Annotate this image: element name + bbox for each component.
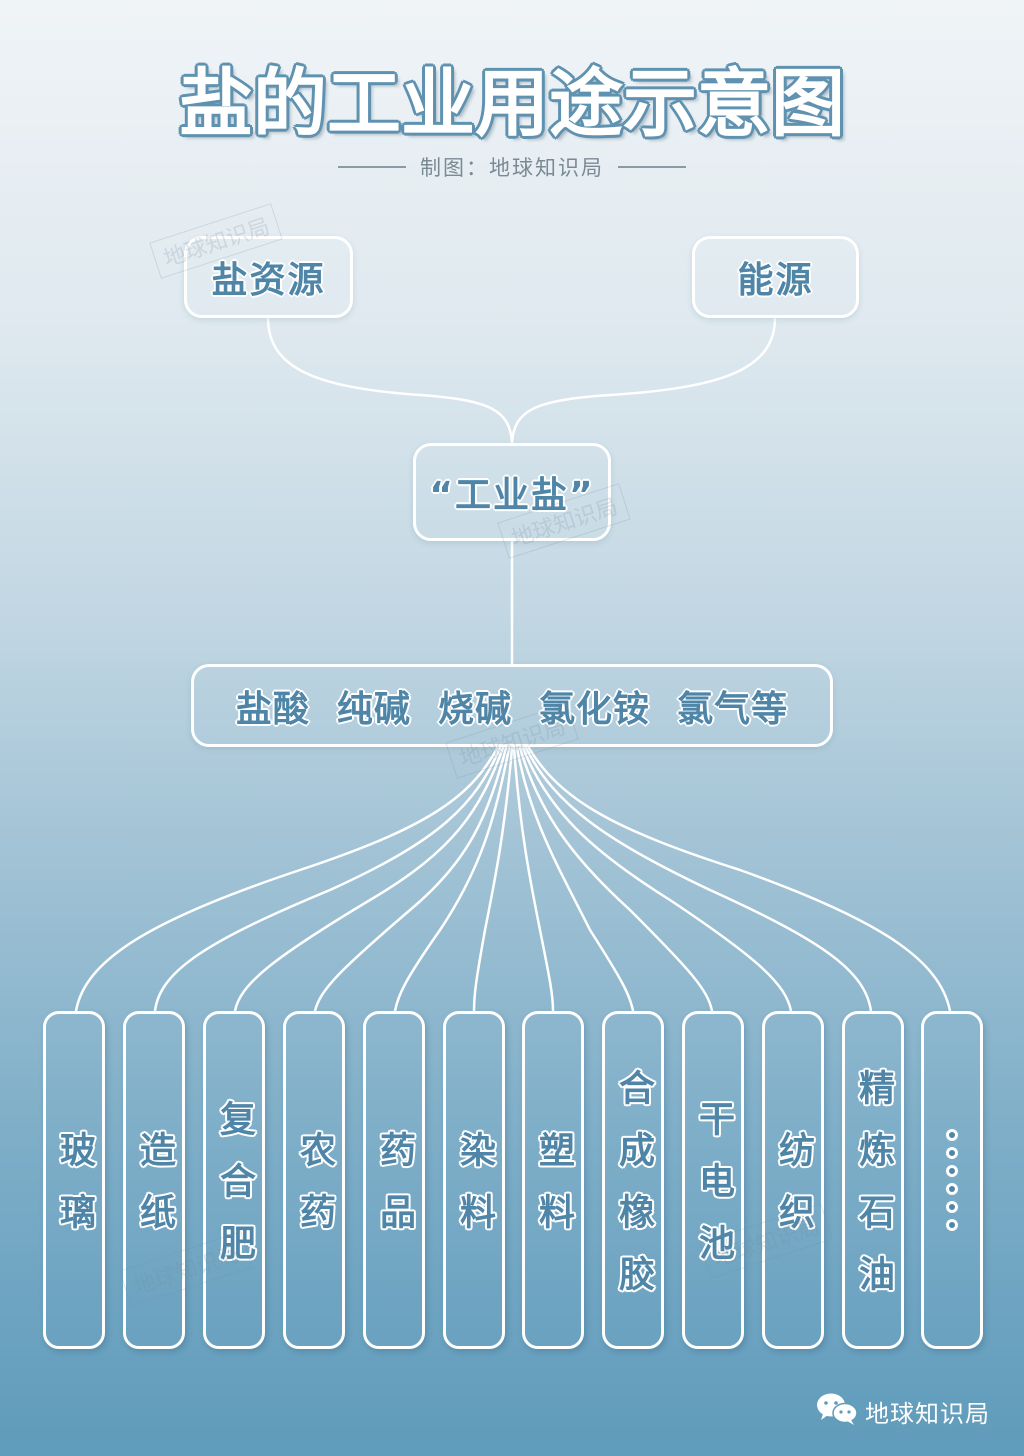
brand-name: 地球知识局 xyxy=(865,1399,990,1428)
divider-left xyxy=(338,166,406,168)
footer-brand: 地球知识局 xyxy=(815,1392,990,1430)
leaf-dry-battery: 干电池 xyxy=(682,1011,744,1349)
connector-salt-to-hub xyxy=(266,316,514,445)
leaf-oil-refining: 精炼石油 xyxy=(842,1011,904,1349)
leaf-label: 农药 xyxy=(294,1131,335,1255)
leaf-label: 干电池 xyxy=(693,1100,734,1286)
leaf-label: 纺织 xyxy=(773,1131,814,1255)
leaf-label: 药品 xyxy=(374,1131,415,1255)
leaf-plastics: 塑料 xyxy=(522,1011,584,1349)
leaf-pesticide: 农药 xyxy=(283,1011,345,1349)
node-label: 能源 xyxy=(737,260,814,301)
leaf-pharmaceuticals: 药品 xyxy=(363,1011,425,1349)
page-title: 盐的工业用途示意图 xyxy=(179,61,845,147)
leaf-label: 复合肥 xyxy=(214,1100,255,1286)
leaf-label: 合成橡胶 xyxy=(613,1069,654,1317)
node-salt-resource: 盐资源 xyxy=(184,236,353,318)
node-industrial-salt: “工业盐” xyxy=(413,443,611,541)
ellipsis-dots-icon xyxy=(946,1129,958,1231)
leaf-more xyxy=(921,1011,983,1349)
leaf-glass: 玻璃 xyxy=(43,1011,105,1349)
leaf-label: 塑料 xyxy=(533,1131,574,1255)
credit-row: 制图：地球知识局 xyxy=(0,152,1024,182)
leaf-papermaking: 造纸 xyxy=(123,1011,185,1349)
credit-text: 制图：地球知识局 xyxy=(420,156,604,180)
node-energy: 能源 xyxy=(692,236,859,318)
node-label: 盐资源 xyxy=(211,260,326,301)
leaf-compound-fertilizer: 复合肥 xyxy=(203,1011,265,1349)
leaf-label: 造纸 xyxy=(134,1131,175,1255)
wechat-icon xyxy=(815,1392,859,1430)
leaf-label: 精炼石油 xyxy=(853,1069,894,1317)
node-chemicals: 盐酸 纯碱 烧碱 氯化铵 氯气等 xyxy=(191,664,833,747)
connector-energy-to-hub xyxy=(510,316,777,445)
node-label: “工业盐” xyxy=(429,475,595,516)
leaf-label: 染料 xyxy=(454,1131,495,1255)
node-label: 盐酸 纯碱 烧碱 氯化铵 氯气等 xyxy=(235,688,789,730)
leaf-dyes: 染料 xyxy=(443,1011,505,1349)
leaf-label: 玻璃 xyxy=(54,1131,95,1255)
leaf-synthetic-rubber: 合成橡胶 xyxy=(602,1011,664,1349)
leaf-textiles: 纺织 xyxy=(762,1011,824,1349)
divider-right xyxy=(618,166,686,168)
